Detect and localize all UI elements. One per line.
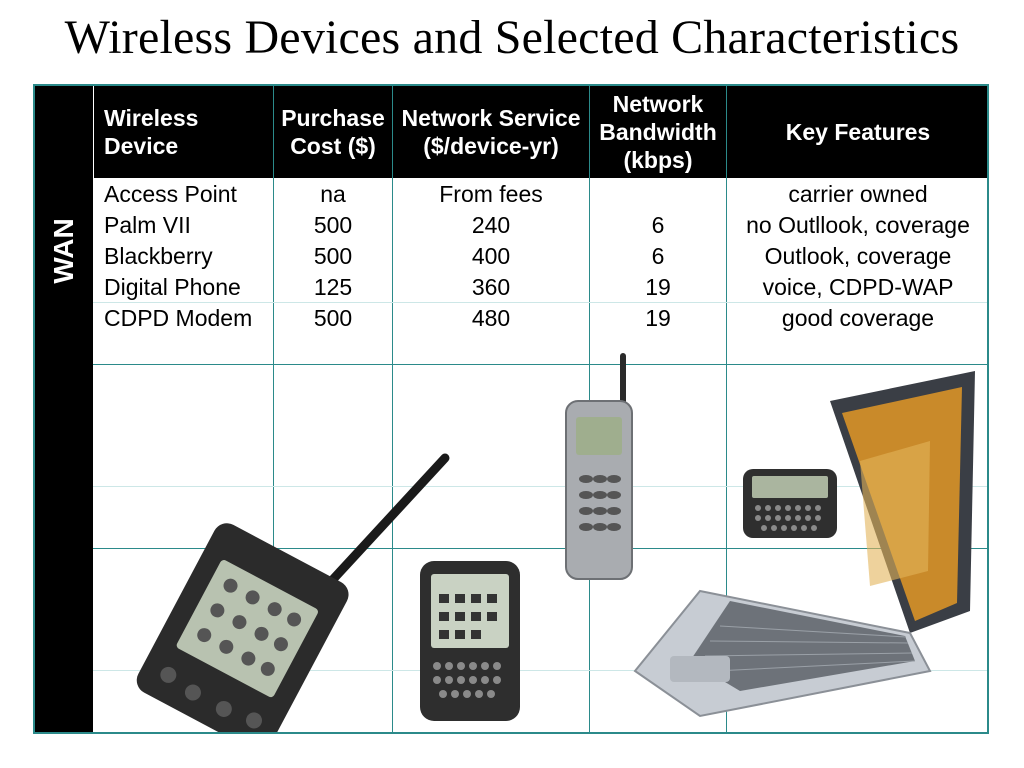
table-cell: 125 [313,274,353,300]
grid-line [93,670,987,671]
table-cell: carrier owned [788,181,928,207]
table-cell: 19 [645,305,671,331]
table-cell: Access Point [104,181,237,207]
header-bandwidth: Network Bandwidth (kbps) [590,86,726,178]
side-band: WAN [35,86,93,732]
table-cell: 500 [313,212,353,238]
grid-line [93,364,987,365]
palm-vii-device [136,453,450,732]
column-bandwidth: 6 6 19 19 [590,179,726,334]
table-cell: 6 [651,243,665,269]
grid-line [93,548,987,549]
column-cost: na 500 500 125 500 [274,179,392,334]
header-device-text: Wireless Device [104,105,199,159]
column-service: From fees 240 400 360 480 [393,179,589,334]
grid-line [273,86,274,732]
table-cell: na [320,181,346,207]
grid-line [93,486,987,487]
table-cell: CDPD Modem [104,305,253,331]
table-cell: good coverage [781,305,935,331]
table-cell: 500 [313,305,353,331]
table-cell: 500 [313,243,353,269]
header-service: Network Service ($/device-yr) [393,86,589,178]
table-cell: 19 [645,274,671,300]
header-cost-text: Purchase Cost ($) [281,105,385,159]
column-features: carrier owned no Outllook, coverage Outl… [727,179,987,334]
laptop-device [633,371,975,718]
table-cell: Digital Phone [104,274,241,300]
table-cell: 360 [471,274,511,300]
table-cell: Palm VII [104,212,191,238]
table-cell [590,179,726,210]
header-features-text: Key Features [785,119,931,145]
header-bandwidth-text: Network Bandwidth (kbps) [599,91,717,173]
header-features: Key Features [727,86,987,178]
nokia-phone-device [565,353,633,580]
table-cell: Outlook, coverage [764,243,952,269]
grid-line [392,86,393,732]
table-cell: no Outllook, coverage [746,212,970,238]
table-cell: voice, CDPD-WAP [762,274,954,300]
header-cost: Purchase Cost ($) [274,86,392,178]
slide-title: Wireless Devices and Selected Characteri… [64,11,960,64]
table-cell: Blackberry [104,243,213,269]
table-cell: 6 [651,212,665,238]
grid-line [93,302,987,303]
column-device: Access Point Palm VII Blackberry Digital… [104,179,272,334]
grid-line [726,86,727,732]
blackberry-device [420,561,520,721]
pager-device [743,469,837,538]
side-label: WAN [48,218,79,284]
header-service-text: Network Service ($/device-yr) [401,105,581,159]
table-cell: 400 [471,243,511,269]
table-frame: WAN Wireless Device Purchase Cost ($) Ne… [33,84,989,734]
table-cell: 480 [471,305,511,331]
table-cell: From fees [439,181,543,207]
table-cell: 240 [471,212,511,238]
header-device: Wireless Device [94,86,273,178]
